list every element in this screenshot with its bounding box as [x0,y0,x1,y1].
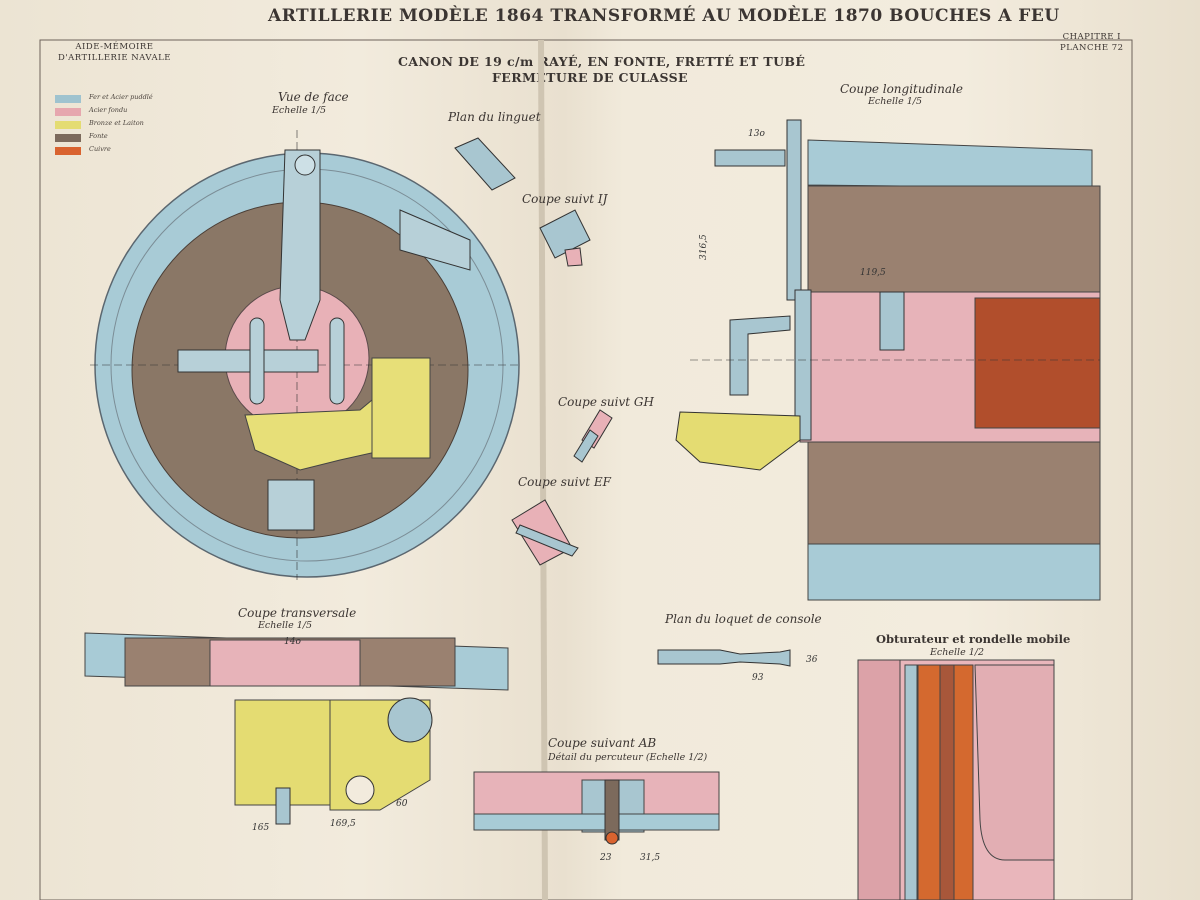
section-ab-cap [605,831,619,845]
dim-label: 60 [396,799,408,809]
plate-number: CHAPITRE I PLANCHE 72 [1060,32,1124,54]
transverse-hole [345,775,375,805]
section-ij-label: Coupe suivt IJ [522,192,608,206]
obturator-left-wall [857,659,901,900]
dim-label: 13o [748,129,765,139]
front-view-scale: Echelle 1/5 [272,105,327,116]
obturator-blue-ring [904,664,918,900]
linguet-plan-label: Plan du linguet [448,110,541,124]
section-ab-label: Coupe suivant AB [548,736,657,750]
transverse-pin [275,787,291,825]
transverse-scale: Echelle 1/5 [258,620,313,631]
obturator-drawing [857,659,1055,900]
lever-pivot [294,154,316,176]
transverse-tube [209,639,361,687]
dim-label: 14o [284,637,301,647]
aide-memoire-line2: D'ARTILLERIE NAVALE [58,53,171,63]
front-view-label: Vue de face [278,90,349,104]
aide-memoire-label: AIDE-MÉMOIRE D'ARTILLERIE NAVALE [58,42,171,64]
legend-label: Cuivre [89,145,111,153]
obturator-label: Obturateur et rondelle mobile [876,632,1071,646]
vertical-lever [786,119,802,301]
gun-subtitle: CANON DE 19 c/m RAYÉ, EN FONTE, FRETTÉ E… [398,54,806,69]
section-ij-drawing [539,209,591,267]
dim-label: 165 [252,823,269,833]
outer-hoop-top [807,139,1093,189]
longitudinal-section-drawing [675,119,1101,601]
section-gh-drawing [573,409,613,463]
bronze-latch-housing [675,411,801,471]
section-ij-piece [539,209,591,259]
outer-hoop-bottom [807,543,1101,601]
obturator-washer [974,664,1055,861]
legend-swatch [55,134,81,142]
upper-hinge [399,209,471,271]
legend-label: Bronze et Laiton [89,119,144,127]
legend-swatch [55,121,81,129]
obturator-copper-core [939,664,955,900]
section-ab-blue [473,813,720,831]
linguet-piece [454,137,516,191]
lever-arm [279,149,321,341]
center-fold [538,39,548,900]
screw-slot-left [249,317,265,405]
cast-iron-top [807,185,1101,293]
section-ef-label: Coupe suivt EF [518,475,611,489]
handle-loop [729,315,791,396]
aide-memoire-line1: AIDE-MÉMOIRE [75,42,154,52]
section-ab-drawing [473,771,720,845]
legend-label: Fonte [89,132,108,140]
chapter-label: CHAPITRE I [1062,32,1122,42]
console-latch-piece [657,649,791,667]
transverse-section-drawing [84,632,509,825]
dim-label: 119,5 [860,268,886,278]
legend-label: Fer et Acier puddlé [89,93,153,101]
dim-label: 169,5 [330,819,356,829]
front-view-drawing [90,130,520,580]
obturator-scale: Echelle 1/2 [930,647,985,658]
legend-label: Acier fondu [89,106,128,114]
longitudinal-scale: Echelle 1/5 [868,96,923,107]
transverse-boss [387,697,433,743]
copper-obturator-ring [974,297,1101,429]
section-gh-label: Coupe suivt GH [558,395,654,409]
locking-bar [177,349,319,373]
legend-swatch [55,147,81,155]
sheet-frame [39,39,1133,900]
plate-label: PLANCHE 72 [1060,43,1124,53]
legend-swatch [55,95,81,103]
section-ab-striker [604,779,620,841]
section-ab-detail: Détail du percuteur (Echelle 1/2) [548,752,708,763]
transverse-label: Coupe transversale [238,606,357,620]
section-gh-blue [573,429,599,463]
section-ef-drawing [511,499,579,566]
dim-label: 31,5 [640,853,660,863]
screw-slot-right [329,317,345,405]
bronze-console [371,357,431,459]
dim-label: 93 [752,673,764,683]
linguet-plan-drawing [454,137,516,191]
console-latch-label: Plan du loquet de console [665,612,822,626]
legend-swatch [55,108,81,116]
section-ef-blue [515,524,579,557]
dim-label: 316,5 [699,234,709,260]
lower-latch [267,479,315,531]
breech-face-plate [794,289,812,441]
cast-iron-bottom [807,441,1101,545]
console-latch-drawing [657,649,791,667]
section-ij-pink [564,247,583,267]
dim-label: 23 [599,853,612,863]
longitudinal-label: Coupe longitudinale [840,82,963,96]
dim-label: 36 [806,655,818,665]
top-bolt [714,149,786,167]
plate-title: ARTILLERIE MODÈLE 1864 TRANSFORMÉ AU MOD… [268,6,1060,26]
firing-pin [879,291,905,351]
